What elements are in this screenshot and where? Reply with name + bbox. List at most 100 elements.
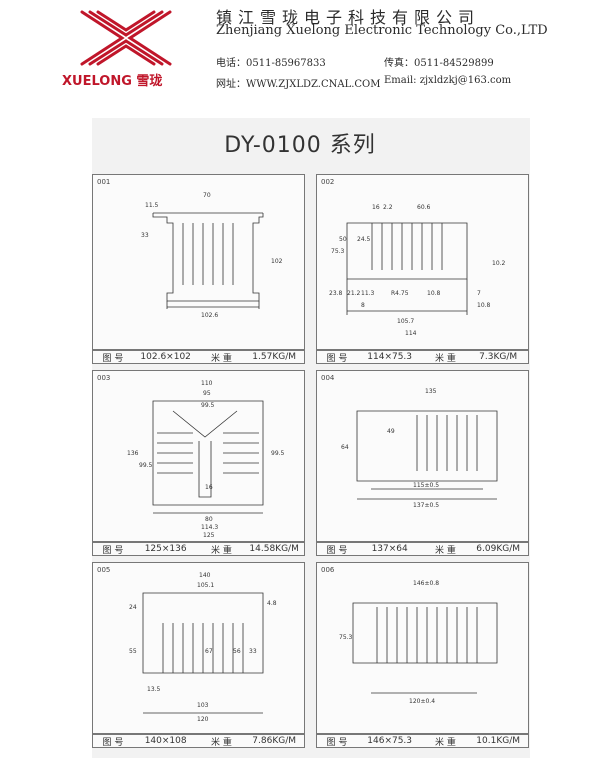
dim-label: 23.8 (329, 290, 343, 297)
dim-label: 2.2 (383, 204, 393, 211)
dim-label: 24.5 (357, 236, 371, 243)
profile-drawing-003: 110 95 99.5 136 99.5 99.5 16 80 114.3 12… (127, 380, 285, 539)
profile-size: 114×75.3 (367, 352, 413, 362)
dim-label: 110 (201, 380, 213, 387)
dim-label: 8 (361, 302, 365, 309)
weight-label: 米 重 (434, 353, 456, 364)
profile-drawing-001: 70 11.5 33 102 102.6 (141, 192, 283, 319)
profile-info-004: 图 号 137×64 米 重 6.09KG/M (316, 542, 529, 556)
dim-label: 60.6 (417, 204, 431, 211)
dim-label: 146±0.8 (413, 580, 439, 587)
profile-drawing-004: 135 49 64 115±0.5 137±0.5 (341, 388, 498, 509)
dim-label: 105.1 (197, 582, 214, 589)
dim-label: 120 (197, 716, 209, 723)
company-name-chinese: 镇江雪珑电子科技有限公司 (216, 8, 481, 27)
dim-label: 33 (249, 648, 257, 655)
dim-label: 102 (271, 258, 283, 265)
dim-label: 120±0.4 (409, 698, 435, 705)
profile-size: 125×136 (144, 544, 187, 554)
dim-label: 56 (233, 648, 241, 655)
dim-label: 135 (425, 388, 437, 395)
dim-label: 114.3 (201, 524, 218, 531)
profile-panel-001: 001 70 11.5 33 102 102.6 (92, 174, 305, 350)
dim-label: 55 (129, 648, 137, 655)
profile-weight: 7.86KG/M (252, 736, 296, 746)
profile-drawing-005: 140 105.1 24 4.8 55 67 56 33 13.5 103 12… (129, 572, 277, 723)
website: 网址：WWW.ZJXLDZ.CNAL.COM (216, 79, 381, 90)
dim-label: 103 (197, 702, 209, 709)
profile-panel-003: 003 110 95 99.5 136 99.5 99.5 16 80 114.… (92, 370, 305, 542)
phone-number: 电话：0511-85967833 (216, 58, 326, 69)
weight-label: 米 重 (210, 353, 232, 364)
profile-panel-006: 006 146±0.8 75.3 120±0.4 (316, 562, 529, 734)
profile-drawing-006: 146±0.8 75.3 120±0.4 (339, 580, 498, 705)
profile-info-005: 图 号 140×108 米 重 7.86KG/M (92, 734, 305, 748)
dim-label: 4.8 (267, 600, 277, 607)
profile-weight: 6.09KG/M (476, 544, 520, 554)
weight-label: 米 重 (210, 545, 232, 556)
dim-label: 33 (141, 232, 149, 239)
logo-wordmark: XUELONG 雪珑 (62, 74, 163, 89)
dim-label: 11.3 (361, 290, 375, 297)
dim-label: 99.5 (139, 462, 153, 469)
fax-number: 传真：0511-84529899 (384, 58, 494, 69)
dim-label: 99.5 (271, 450, 285, 457)
dim-label: 50 (339, 236, 347, 243)
profile-weight: 7.3KG/M (479, 352, 518, 362)
profile-number: 002 (321, 178, 335, 186)
profile-size: 146×75.3 (367, 736, 413, 746)
dim-label: 75.3 (331, 248, 345, 255)
profile-number: 003 (97, 374, 111, 382)
profile-size: 140×108 (144, 736, 187, 746)
dim-label: 10.8 (477, 302, 491, 309)
profile-number: 001 (97, 178, 111, 186)
drawing-no-label: 图 号 (326, 545, 348, 556)
dim-label: 95 (203, 390, 211, 397)
dim-label: 125 (203, 532, 215, 539)
dim-label: 7 (477, 290, 481, 297)
dim-label: 13.5 (147, 686, 161, 693)
dim-label: 10.8 (427, 290, 441, 297)
dim-label: 114 (405, 330, 417, 337)
profile-info-002: 图 号 114×75.3 米 重 7.3KG/M (316, 350, 529, 364)
xuelong-logo-mark (80, 10, 172, 66)
profile-panel-004: 004 135 49 64 115±0.5 137±0.5 (316, 370, 529, 542)
dim-label: 140 (199, 572, 211, 579)
profile-panel-005: 005 140 105.1 24 4.8 55 67 56 33 13.5 10… (92, 562, 305, 734)
profile-drawing-002: 16 2.2 60.6 75.3 50 24.5 23.8 21.2 11.3 … (329, 204, 506, 337)
dim-label: 24 (129, 604, 137, 611)
dim-label: 105.7 (397, 318, 414, 325)
dim-label: 16 (372, 204, 380, 211)
dim-label: 64 (341, 444, 349, 451)
profile-grid: 001 70 11.5 33 102 102.6 图 号 102.6×102 米… (92, 174, 529, 760)
dim-label: 11.5 (145, 202, 159, 209)
dim-label: 21.2 (347, 290, 361, 297)
profile-number: 005 (97, 566, 111, 574)
profile-weight: 14.58KG/M (249, 544, 299, 554)
company-name-english: Zhenjiang Xuelong Electronic Technology … (216, 23, 548, 38)
dim-label: 49 (387, 428, 395, 435)
profile-size: 102.6×102 (140, 352, 191, 362)
drawing-no-label: 图 号 (326, 353, 348, 364)
profile-info-003: 图 号 125×136 米 重 14.58KG/M (92, 542, 305, 556)
dim-label: 16 (205, 484, 213, 491)
dim-label: 70 (203, 192, 211, 199)
drawing-no-label: 图 号 (326, 737, 348, 748)
dim-label: 102.6 (201, 312, 218, 319)
dim-label: 99.5 (201, 402, 215, 409)
dim-label: R4.75 (391, 290, 409, 297)
dim-label: 136 (127, 450, 139, 457)
drawing-no-label: 图 号 (102, 545, 124, 556)
email: Email: zjxldzkj@163.com (384, 75, 512, 86)
series-title: DY-0100 系列 (224, 133, 376, 158)
dim-label: 75.3 (339, 634, 353, 641)
profile-panel-002: 002 16 2.2 60.6 75.3 50 24.5 23.8 21.2 1… (316, 174, 529, 350)
drawing-no-label: 图 号 (102, 353, 124, 364)
profile-weight: 10.1KG/M (476, 736, 520, 746)
profile-number: 006 (321, 566, 335, 574)
dim-label: 10.2 (492, 260, 506, 267)
dim-label: 80 (205, 516, 213, 523)
weight-label: 米 重 (434, 737, 456, 748)
dim-label: 137±0.5 (413, 502, 439, 509)
profile-info-001: 图 号 102.6×102 米 重 1.57KG/M (92, 350, 305, 364)
